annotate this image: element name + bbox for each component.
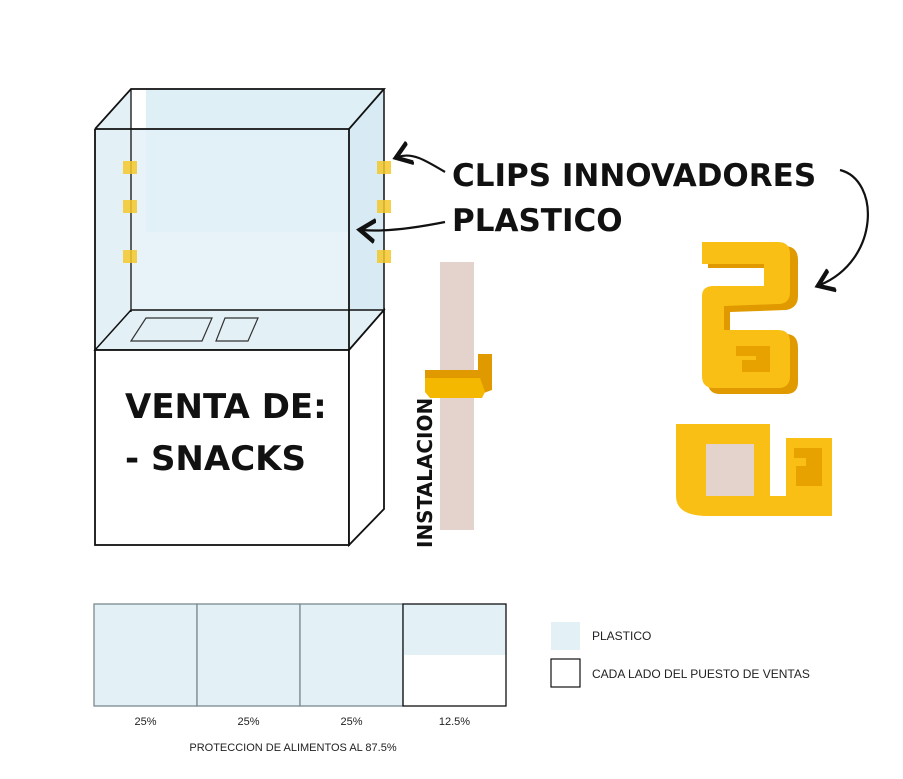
clips-arrow [398, 155, 446, 173]
clip-marker [377, 250, 391, 263]
clip-marker [123, 250, 137, 263]
plastic-callout-label: PLASTICO [452, 203, 623, 239]
vending-stand: VENTA DE: - SNACKS [93, 88, 391, 548]
plastic-front-panel [95, 129, 349, 350]
sign-line-2: - SNACKS [125, 439, 306, 479]
clips-callout-label: CLIPS INNOVADORES [452, 158, 816, 194]
clip-upper-spiral [736, 346, 770, 372]
coverage-caption: PROTECCION DE ALIMENTOS AL 87.5% [189, 742, 396, 754]
callouts: CLIPS INNOVADORES PLASTICO [362, 155, 869, 285]
legend: PLASTICO CADA LADO DEL PUESTO DE VENTAS [550, 622, 810, 688]
frame-clips [123, 161, 391, 263]
stand-base-front [94, 349, 350, 546]
clip-lower-inner [706, 444, 754, 496]
clip-lower-spiral [794, 448, 822, 486]
coverage-segment-label: 25% [134, 716, 156, 728]
counter-tray-right [215, 317, 259, 342]
coverage-segment-fill [300, 604, 403, 706]
clip-product-detail [676, 242, 832, 516]
clip-marker [123, 161, 137, 174]
coverage-segment-label: 25% [340, 716, 362, 728]
coverage-segment-label: 12.5% [439, 716, 470, 728]
legend-label-plastic: PLASTICO [592, 629, 651, 643]
coverage-bar: 25% 25% 25% 12.5% [93, 603, 507, 728]
installation-label: INSTALACION [413, 398, 437, 548]
installation-detail: INSTALACION [413, 262, 492, 548]
clip-detail-arrow [820, 168, 869, 285]
coverage-segment-fill [197, 604, 300, 706]
clip-lower-right-arm [754, 424, 832, 516]
coverage-segment-label: 25% [237, 716, 259, 728]
legend-swatch-plastic [551, 622, 580, 650]
plastic-arrow [362, 222, 446, 231]
legend-swatch-stand-side [550, 658, 581, 688]
clip-marker [377, 200, 391, 213]
clip-marker [123, 200, 137, 213]
counter-tray-left [129, 317, 213, 342]
clip-marker [377, 161, 391, 174]
clip-on-pole [425, 378, 485, 398]
legend-label-stand-side: CADA LADO DEL PUESTO DE VENTAS [592, 667, 810, 681]
coverage-segment-fill [403, 604, 506, 655]
stand-base-side [348, 307, 385, 548]
sign-line-1: VENTA DE: [125, 387, 327, 427]
coverage-segment [402, 603, 507, 707]
coverage-segment-fill [94, 604, 197, 706]
